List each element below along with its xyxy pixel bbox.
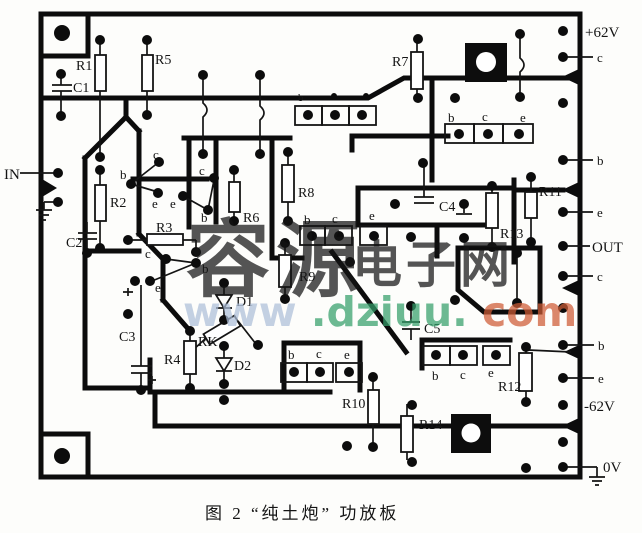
label-r3: R3	[156, 221, 172, 236]
label-d1: D1	[236, 295, 253, 310]
pin-label-c: c	[199, 163, 205, 178]
label-r14: R14	[419, 418, 442, 433]
terminal-pin-e: e	[598, 371, 604, 386]
pin-label-b: b	[202, 261, 209, 276]
pin-label-e: e	[155, 280, 161, 295]
pin-label-b: b	[432, 368, 439, 383]
label-c3: C3	[119, 330, 135, 345]
trace-junction-blobs	[42, 69, 579, 434]
pin-label-e: e	[369, 208, 375, 223]
watermark-url-mid: .dziuu.	[311, 288, 468, 336]
label-r9: R9	[299, 270, 315, 285]
label-r8: R8	[298, 186, 314, 201]
watermark-url-tld: com	[482, 288, 577, 336]
pin-label-b: b	[448, 110, 455, 125]
pin-label-c: c	[332, 211, 338, 226]
pin-label-c: c	[460, 367, 466, 382]
pin-label-b: b	[298, 92, 304, 104]
label-r6: R6	[243, 211, 259, 226]
component-symbols	[20, 38, 605, 486]
pin-label-b: b	[304, 212, 311, 227]
pin-label-b: b	[288, 347, 295, 362]
terminal-label-in: IN	[4, 167, 20, 183]
label-r13: R13	[500, 227, 523, 242]
label-c5: C5	[424, 322, 440, 337]
terminal-label-gnd: 0V	[603, 460, 622, 476]
transistor-pad-frames	[280, 105, 534, 383]
pin-label-c: c	[482, 109, 488, 124]
solder-pads	[53, 25, 568, 473]
terminal-pin-c: c	[597, 50, 603, 65]
label-c2: C2	[66, 236, 82, 251]
label-r11: R11	[539, 185, 562, 200]
figure-caption: 图 2 “纯土炮” 功放板	[205, 504, 399, 523]
terminal-label-vneg: -62V	[584, 399, 615, 415]
label-d2: D2	[234, 359, 251, 374]
diagram-labels: R1 R2 R3 R4 R5 R6 R7 R8 R9 R10 R11 R12 R…	[4, 25, 623, 476]
label-r5: R5	[155, 53, 171, 68]
mounting-hole-blocks	[451, 43, 507, 453]
pin-label-c: c	[145, 246, 151, 261]
pin-label-b: b	[201, 210, 208, 225]
label-rk: RK	[198, 335, 217, 350]
pin-label-e: e	[152, 196, 158, 211]
pin-label-e: e	[344, 347, 350, 362]
label-r4: R4	[164, 353, 180, 368]
watermark-url: www .dziuu. com	[183, 288, 577, 336]
terminal-label-vpos: +62V	[585, 25, 619, 41]
watermark-brand-cn: 容源	[186, 211, 366, 309]
terminal-pin-b: b	[598, 338, 605, 353]
terminal-pin-e: e	[597, 205, 603, 220]
pin-label-c: c	[316, 346, 322, 361]
pin-label-e: e	[520, 110, 526, 125]
pin-label-e: e	[170, 196, 176, 211]
label-r12: R12	[498, 380, 521, 395]
label-c4: C4	[439, 200, 455, 215]
label-r7: R7	[392, 55, 408, 70]
terminal-pin-c: c	[597, 269, 603, 284]
label-r1: R1	[76, 59, 92, 74]
label-r2: R2	[110, 196, 126, 211]
watermark: 容源 电子网 www .dziuu. com	[183, 211, 577, 336]
pin-label-e: e	[488, 365, 494, 380]
watermark-url-www: www	[183, 288, 297, 336]
pin-label-b: b	[120, 167, 127, 182]
label-r10: R10	[342, 397, 365, 412]
terminal-label-out: OUT	[592, 240, 623, 256]
resistor-bodies	[94, 51, 538, 453]
pin-label-c: c	[153, 147, 159, 162]
terminal-pin-b: b	[597, 153, 604, 168]
label-c1: C1	[73, 81, 89, 96]
watermark-brand2-cn: 电子网	[352, 236, 514, 294]
